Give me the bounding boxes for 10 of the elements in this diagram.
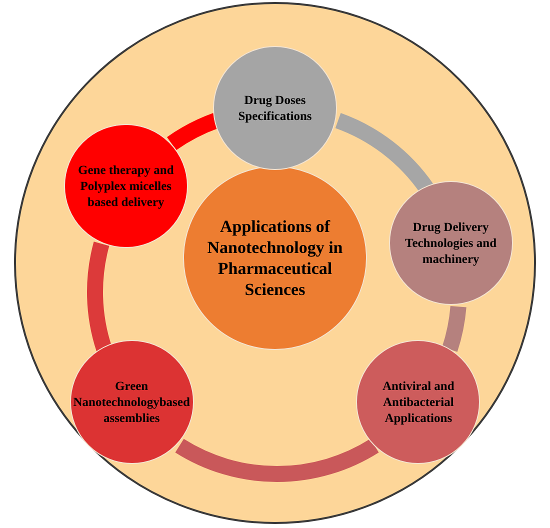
topic-text: Gene therapy and Polyplex micelles based delivery [76, 162, 175, 210]
ring-segment [87, 242, 112, 352]
topic-text: Green Nanotechnologybased assemblies [72, 378, 191, 426]
topic-text: Drug Doses Specifications [237, 92, 313, 124]
ring-segment [442, 306, 466, 352]
topic-text: Applications of Nanotechnology in Pharmaceutical Sciences [206, 216, 344, 300]
topic-text: Antiviral and Antibacterial Applications [381, 378, 456, 426]
topic-text: Drug Delivery Technologies and machinery [404, 218, 498, 267]
ring-segment [176, 438, 378, 482]
ring-segment [167, 113, 219, 150]
